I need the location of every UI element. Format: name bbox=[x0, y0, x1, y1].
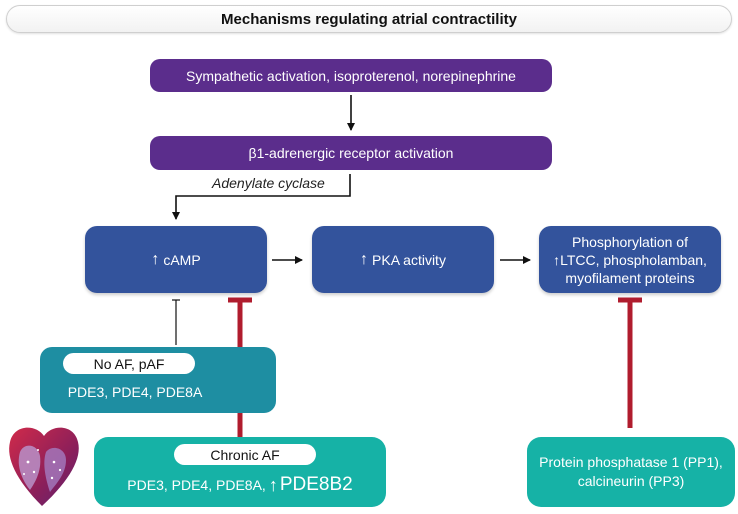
phosphorylation-box: Phosphorylation of ↑LTCC, phospholamban,… bbox=[539, 226, 721, 293]
chronic-af-pde-text: PDE3, PDE4, PDE8A, bbox=[127, 477, 266, 493]
phosphatase-line-2: calcineurin (PP3) bbox=[577, 473, 685, 489]
pka-text: PKA activity bbox=[372, 251, 446, 268]
camp-box: ↑ cAMP bbox=[85, 226, 267, 293]
no-af-pde-list: PDE3, PDE4, PDE8A bbox=[67, 384, 203, 400]
no-af-box: No AF, pAF PDE3, PDE4, PDE8A bbox=[40, 347, 276, 413]
sympathetic-activation-box: Sympathetic activation, isoproterenol, n… bbox=[150, 59, 552, 92]
diagram-title: Mechanisms regulating atrial contractili… bbox=[6, 5, 732, 33]
no-af-label-pill: No AF, pAF bbox=[63, 353, 195, 374]
diagram-title-text: Mechanisms regulating atrial contractili… bbox=[221, 10, 517, 28]
no-af-label: No AF, pAF bbox=[93, 355, 165, 372]
phosphorylation-line-1: Phosphorylation of bbox=[572, 233, 688, 250]
pde8b2-highlight: PDE8B2 bbox=[279, 474, 353, 495]
up-arrow-icon: ↑ bbox=[553, 251, 561, 268]
arrow-receptor-to-camp bbox=[172, 174, 351, 220]
phosphorylation-line-2: LTCC, phospholamban, bbox=[560, 251, 707, 268]
camp-text: cAMP bbox=[163, 251, 201, 268]
phosphorylation-line-3: myofilament proteins bbox=[565, 269, 695, 286]
phosphorylation-line-2-row: ↑LTCC, phospholamban, bbox=[553, 251, 707, 269]
chronic-af-label: Chronic AF bbox=[210, 446, 280, 463]
sympathetic-activation-text: Sympathetic activation, isoproterenol, n… bbox=[186, 67, 516, 84]
chronic-af-pde-list: PDE3, PDE4, PDE8A, ↑ PDE8B2 bbox=[94, 471, 386, 499]
up-arrow-icon: ↑ bbox=[151, 250, 160, 268]
phosphatase-line-1: Protein phosphatase 1 (PP1), bbox=[539, 454, 723, 470]
up-arrow-icon: ↑ bbox=[268, 474, 278, 495]
beta-receptor-box: β1-adrenergic receptor activation bbox=[150, 136, 552, 170]
beta-receptor-text: β1-adrenergic receptor activation bbox=[248, 145, 454, 161]
adenylate-cyclase-label: Adenylate cyclase bbox=[212, 175, 325, 191]
up-arrow-icon: ↑ bbox=[360, 250, 369, 268]
chronic-af-label-pill: Chronic AF bbox=[174, 444, 316, 465]
chronic-af-box: Chronic AF PDE3, PDE4, PDE8A, ↑ PDE8B2 bbox=[94, 437, 386, 507]
heart-icon bbox=[9, 427, 79, 506]
pka-box: ↑ PKA activity bbox=[312, 226, 494, 293]
phosphatase-box: Protein phosphatase 1 (PP1), calcineurin… bbox=[527, 437, 735, 507]
